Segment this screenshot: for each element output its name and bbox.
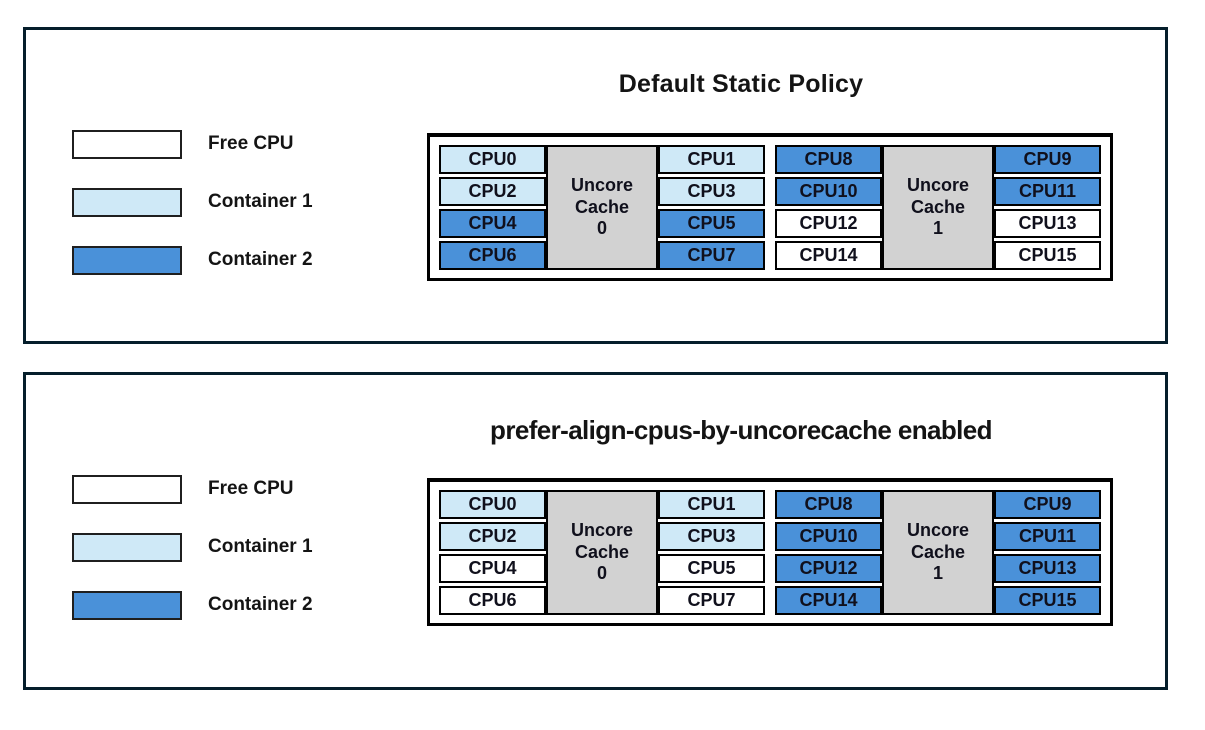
cache-label-line: 0	[596, 563, 607, 584]
legend-label: Free CPU	[208, 133, 294, 154]
cpu-cell-cpu13: CPU13	[994, 209, 1101, 238]
cpu-cell-cpu9: CPU9	[994, 145, 1101, 174]
cache-label-line: Cache	[574, 196, 630, 217]
cache-label-line: Uncore	[570, 175, 633, 196]
cache-label-line: Cache	[574, 541, 630, 562]
cache-label-line: Cache	[910, 541, 966, 562]
cache-label-line: 1	[932, 563, 943, 584]
uncore-cache-1-group: CPU8 CPU10 CPU12 CPU14 Uncore Cache 1 CP…	[775, 490, 1101, 615]
cache-label-line: Uncore	[906, 175, 969, 196]
cpu-cell-cpu6: CPU6	[439, 241, 546, 270]
uncore-cache-0-group: CPU0 CPU2 CPU4 CPU6 Uncore Cache 0 CPU1 …	[439, 490, 765, 615]
cpu-topology-diagram: CPU0 CPU2 CPU4 CPU6 Uncore Cache 0 CPU1 …	[427, 478, 1113, 626]
cpu-cell-cpu1: CPU1	[658, 145, 765, 174]
cpu-cell-cpu5: CPU5	[658, 554, 765, 583]
cpu-column-left: CPU8 CPU10 CPU12 CPU14	[775, 490, 882, 615]
legend-item-free-cpu: Free CPU	[72, 474, 313, 504]
cpu-cell-cpu12: CPU12	[775, 209, 882, 238]
cpu-cell-cpu2: CPU2	[439, 522, 546, 551]
cpu-cell-cpu15: CPU15	[994, 241, 1101, 270]
cpu-cell-cpu0: CPU0	[439, 145, 546, 174]
cpu-column-right: CPU9 CPU11 CPU13 CPU15	[994, 490, 1101, 615]
panel-title: Default Static Policy	[618, 70, 864, 98]
container1-swatch	[72, 532, 182, 562]
uncore-cache-1-group: CPU8 CPU10 CPU12 CPU14 Uncore Cache 1 CP…	[775, 145, 1101, 270]
cache-label-line: Cache	[910, 196, 966, 217]
cpu-cell-cpu4: CPU4	[439, 554, 546, 583]
cpu-cell-cpu10: CPU10	[775, 177, 882, 206]
container2-swatch	[72, 245, 182, 275]
cpu-cell-cpu8: CPU8	[775, 145, 882, 174]
cpu-cell-cpu7: CPU7	[658, 241, 765, 270]
cpu-column-right: CPU9 CPU11 CPU13 CPU15	[994, 145, 1101, 270]
free-cpu-swatch	[72, 474, 182, 504]
cpu-cell-cpu3: CPU3	[658, 522, 765, 551]
legend: Free CPU Container 1 Container 2	[72, 474, 313, 620]
cache-label-line: 1	[932, 218, 943, 239]
legend-label: Container 2	[208, 594, 313, 615]
cpu-cell-cpu10: CPU10	[775, 522, 882, 551]
legend-item-free-cpu: Free CPU	[72, 129, 313, 159]
cpu-cell-cpu0: CPU0	[439, 490, 546, 519]
legend-label: Container 1	[208, 536, 313, 557]
legend-label: Container 2	[208, 249, 313, 270]
cpu-cell-cpu8: CPU8	[775, 490, 882, 519]
cpu-cell-cpu7: CPU7	[658, 586, 765, 615]
cpu-cell-cpu12: CPU12	[775, 554, 882, 583]
policy-panel-default-static: Default Static Policy Free CPU Container…	[23, 27, 1168, 344]
uncore-cache-0-group: CPU0 CPU2 CPU4 CPU6 Uncore Cache 0 CPU1 …	[439, 145, 765, 270]
cpu-cell-cpu15: CPU15	[994, 586, 1101, 615]
container2-swatch	[72, 590, 182, 620]
cpu-cell-cpu6: CPU6	[439, 586, 546, 615]
cpu-cell-cpu14: CPU14	[775, 586, 882, 615]
uncore-cache-1-block: Uncore Cache 1	[882, 145, 994, 270]
cpu-column-right: CPU1 CPU3 CPU5 CPU7	[658, 490, 765, 615]
uncore-cache-1-block: Uncore Cache 1	[882, 490, 994, 615]
cpu-cell-cpu9: CPU9	[994, 490, 1101, 519]
cache-label-line: Uncore	[906, 520, 969, 541]
legend-item-container2: Container 2	[72, 590, 313, 620]
panel-title: prefer-align-cpus-by-uncorecache enabled	[490, 415, 993, 445]
cpu-cell-cpu2: CPU2	[439, 177, 546, 206]
cpu-cell-cpu14: CPU14	[775, 241, 882, 270]
cpu-topology-diagram: CPU0 CPU2 CPU4 CPU6 Uncore Cache 0 CPU1 …	[427, 133, 1113, 281]
legend-item-container1: Container 1	[72, 532, 313, 562]
legend: Free CPU Container 1 Container 2	[72, 129, 313, 275]
cpu-cell-cpu1: CPU1	[658, 490, 765, 519]
cpu-column-right: CPU1 CPU3 CPU5 CPU7	[658, 145, 765, 270]
cpu-cell-cpu11: CPU11	[994, 177, 1101, 206]
container1-swatch	[72, 187, 182, 217]
cpu-column-left: CPU0 CPU2 CPU4 CPU6	[439, 145, 546, 270]
legend-label: Container 1	[208, 191, 313, 212]
cache-label-line: Uncore	[570, 520, 633, 541]
cpu-cell-cpu5: CPU5	[658, 209, 765, 238]
cpu-column-left: CPU0 CPU2 CPU4 CPU6	[439, 490, 546, 615]
cpu-column-left: CPU8 CPU10 CPU12 CPU14	[775, 145, 882, 270]
cpu-cell-cpu4: CPU4	[439, 209, 546, 238]
legend-item-container2: Container 2	[72, 245, 313, 275]
legend-item-container1: Container 1	[72, 187, 313, 217]
cpu-cell-cpu11: CPU11	[994, 522, 1101, 551]
uncore-cache-0-block: Uncore Cache 0	[546, 490, 658, 615]
legend-label: Free CPU	[208, 478, 294, 499]
cache-label-line: 0	[596, 218, 607, 239]
uncore-cache-0-block: Uncore Cache 0	[546, 145, 658, 270]
cpu-cell-cpu13: CPU13	[994, 554, 1101, 583]
policy-panel-uncorecache-enabled: prefer-align-cpus-by-uncorecache enabled…	[23, 372, 1168, 690]
cpu-cell-cpu3: CPU3	[658, 177, 765, 206]
free-cpu-swatch	[72, 129, 182, 159]
